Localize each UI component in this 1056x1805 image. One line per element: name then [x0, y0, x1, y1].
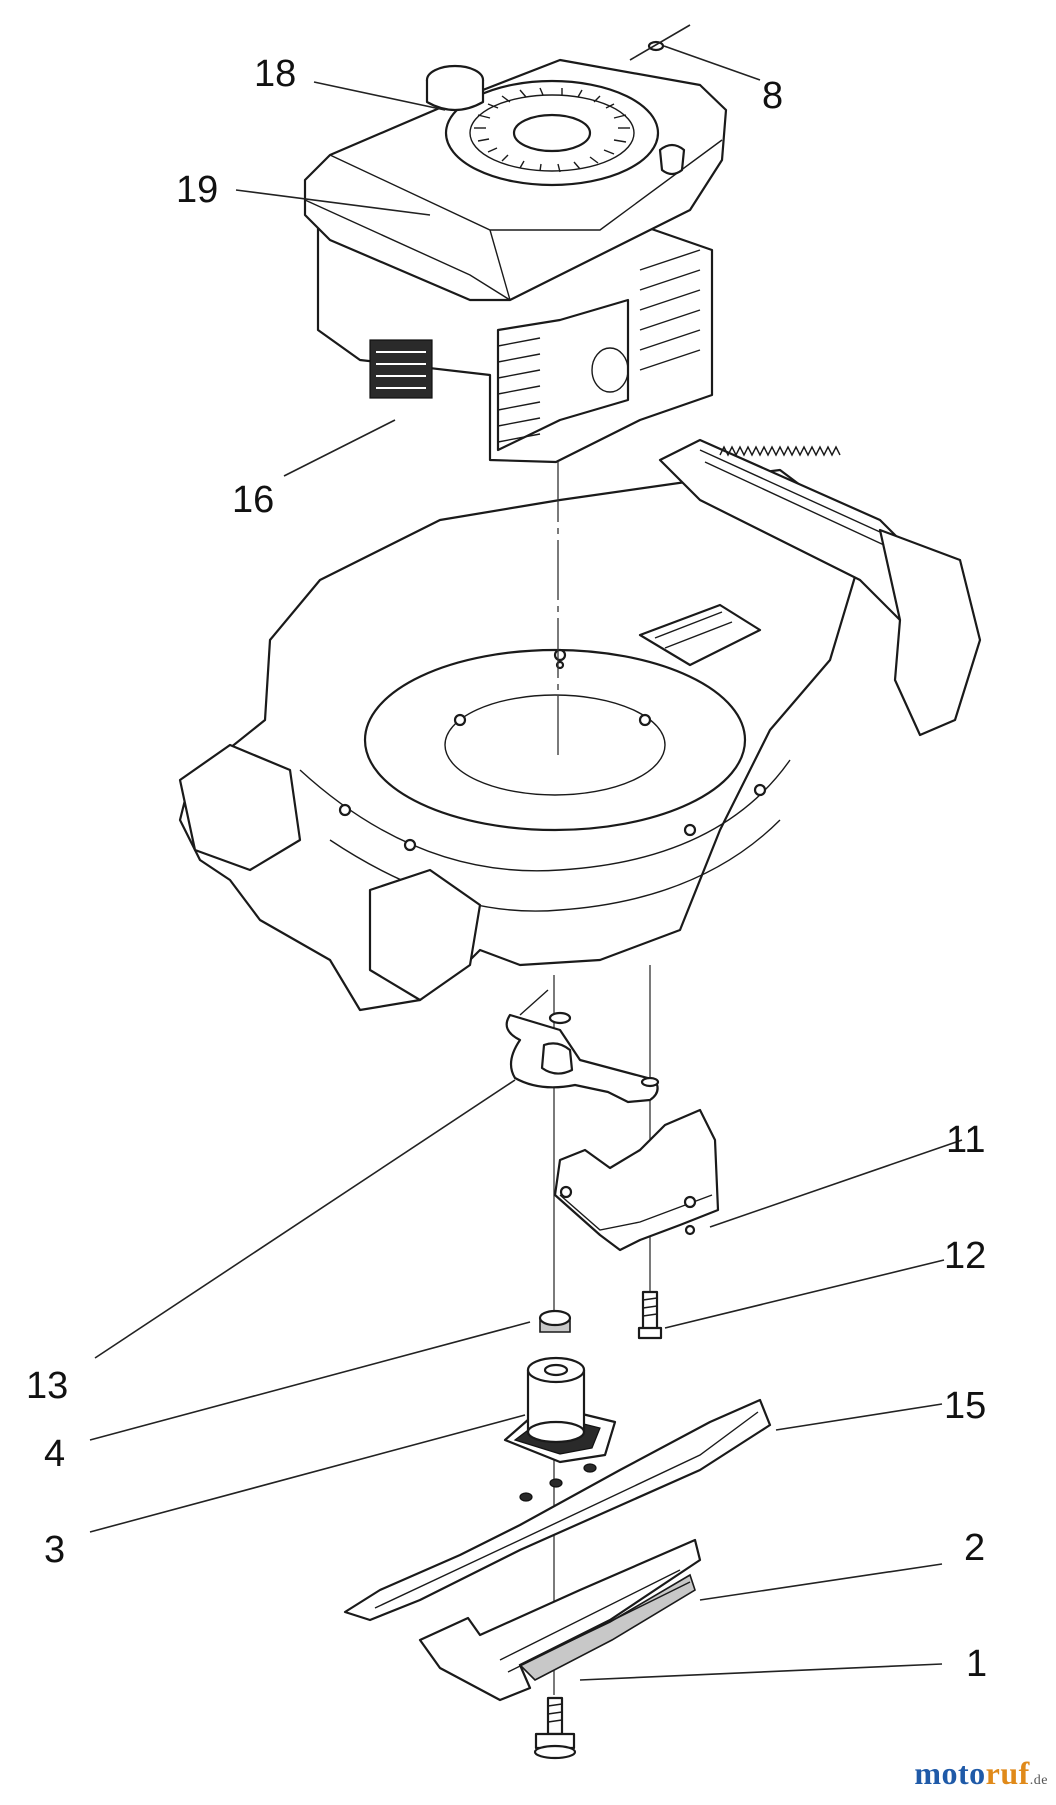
callout-labels: 18 8 19 16 11 13 12 4 15 3 2 1: [26, 53, 987, 1685]
callout-19: 19: [176, 169, 218, 211]
watermark-part-a: moto: [914, 1755, 986, 1791]
callout-8: 8: [762, 75, 783, 117]
motoruf-watermark: motoruf.de: [914, 1755, 1048, 1792]
blade-stiffener: [418, 1538, 702, 1702]
callout-16: 16: [232, 479, 274, 521]
bolt-12: [637, 1290, 663, 1340]
blade-guard: [553, 1108, 720, 1252]
callout-1: 1: [966, 1643, 987, 1685]
mower-blade: [343, 1398, 772, 1622]
callout-15: 15: [944, 1385, 986, 1427]
mower-deck: [178, 438, 982, 1012]
callout-13: 13: [26, 1365, 68, 1407]
watermark-tld: .de: [1029, 1773, 1048, 1788]
callout-4: 4: [44, 1433, 65, 1475]
watermark-part-b: ruf: [985, 1755, 1030, 1791]
callout-18: 18: [254, 53, 296, 95]
callout-3: 3: [44, 1529, 65, 1571]
leader-lines: [89, 24, 963, 1681]
bolt-1: [533, 1696, 577, 1760]
nut-4: [538, 1309, 572, 1333]
callout-2: 2: [964, 1527, 985, 1569]
callout-12: 12: [944, 1235, 986, 1277]
callout-11: 11: [946, 1119, 985, 1161]
engine-assembly: [303, 40, 728, 464]
blade-hub: [503, 1356, 617, 1464]
blade-adapter-bracket: [505, 989, 660, 1104]
